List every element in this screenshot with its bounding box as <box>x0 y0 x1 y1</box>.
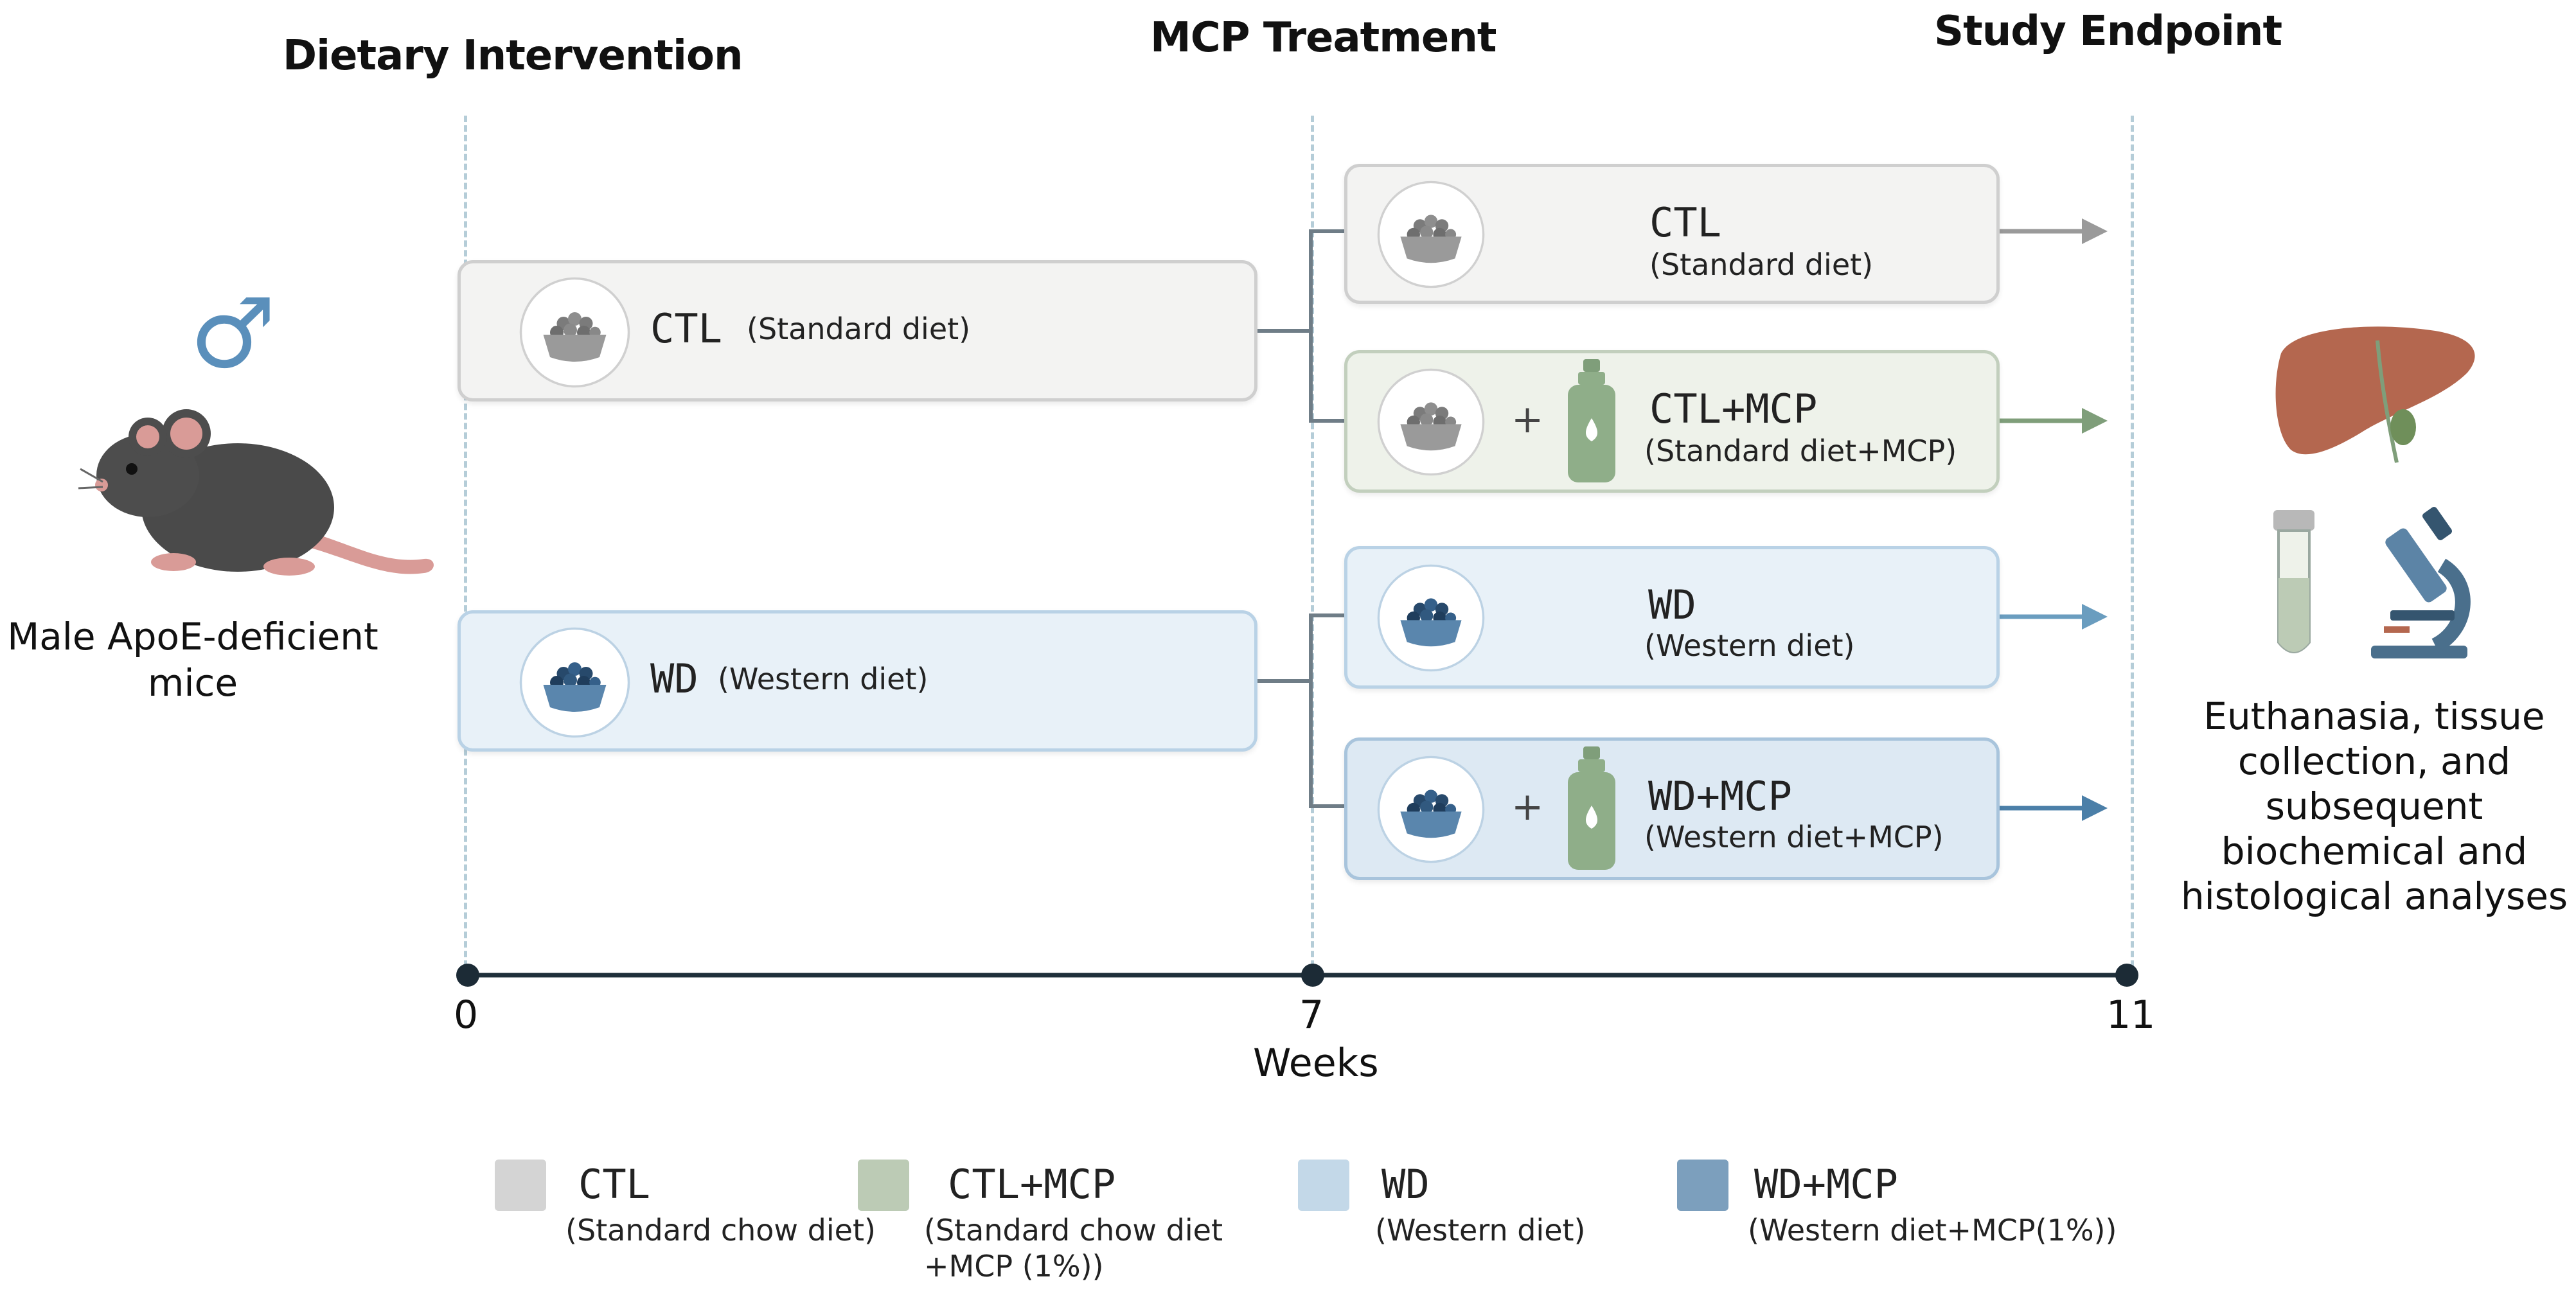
group-code-ctl: CTL <box>1649 199 1721 246</box>
diet-desc-ctl: (Standard diet) <box>747 312 971 346</box>
group-desc-wd: (Western diet) <box>1644 628 1855 663</box>
food-bowl-icon <box>1377 755 1485 863</box>
water-bottle-icon <box>1568 359 1615 482</box>
group-box-wd-mcp: + WD+MCP (Western diet+MCP) <box>1344 737 2000 880</box>
timeline-tick-11: 11 <box>2106 993 2156 1037</box>
timeline-dot-7 <box>1301 964 1324 987</box>
arrow-ctl-mcp-head <box>2082 408 2108 434</box>
legend-code-ctl-mcp: CTL+MCP <box>948 1161 1116 1208</box>
endpoint-line: subsequent <box>2265 784 2483 828</box>
legend-desc-wd-mcp: (Western diet+MCP(1%)) <box>1748 1213 2117 1248</box>
phase-title-dietary: Dietary Intervention <box>283 32 743 80</box>
group-code-wd: WD <box>1648 581 1696 628</box>
group-code-wd-mcp: WD+MCP <box>1648 773 1792 820</box>
subject-label-line1: Male ApoE-deficient <box>7 615 378 658</box>
arrow-wd-mcp-head <box>2082 795 2108 821</box>
group-desc-wd-mcp: (Western diet+MCP) <box>1644 820 1944 854</box>
timeline-tick-0: 0 <box>454 993 479 1037</box>
legend-desc-ctl-mcp-2: +MCP (1%)) <box>924 1249 1104 1284</box>
endpoint-line: collection, and <box>2237 739 2511 783</box>
male-symbol-icon: ♂ <box>190 278 276 390</box>
legend-desc-wd: (Western diet) <box>1375 1213 1586 1248</box>
food-bowl-icon <box>1377 368 1485 476</box>
group-box-ctl-mcp: + CTL+MCP (Standard diet+MCP) <box>1344 350 2000 493</box>
diet-box-wd: WD (Western diet) <box>457 610 1257 752</box>
group-code-ctl-mcp: CTL+MCP <box>1649 385 1818 432</box>
arrow-ctl-head <box>2082 218 2108 244</box>
water-bottle-icon <box>1568 746 1615 870</box>
branch-connector-ctl <box>1257 229 1346 333</box>
guide-week-0 <box>464 116 467 976</box>
diet-desc-wd: (Western diet) <box>718 662 928 696</box>
arrow-wd-head <box>2082 604 2108 630</box>
timeline-dot-11 <box>2115 964 2138 987</box>
legend-code-ctl: CTL <box>578 1161 650 1208</box>
subject-label-line2: mice <box>147 661 238 705</box>
microscope-icon <box>2371 507 2471 658</box>
liver-icon <box>2275 326 2475 463</box>
diet-code-wd: WD <box>650 655 698 702</box>
endpoint-description: Euthanasia, tissue collection, and subse… <box>2178 694 2570 919</box>
phase-title-mcp: MCP Treatment <box>1150 14 1497 62</box>
legend-desc-ctl-mcp: (Standard chow diet <box>924 1213 1223 1248</box>
legend-swatch-wd-mcp <box>1677 1160 1728 1211</box>
food-bowl-icon <box>1377 181 1485 288</box>
branch-connector-wd-mcp <box>1309 681 1346 808</box>
guide-week-11 <box>2131 116 2134 976</box>
timeline-tick-7: 7 <box>1299 993 1324 1037</box>
subject-label: Male ApoE-deficient mice <box>0 613 386 706</box>
diet-box-ctl: CTL (Standard diet) <box>457 260 1257 401</box>
group-box-wd: WD (Western diet) <box>1344 546 2000 689</box>
legend: CTL (Standard chow diet) CTL+MCP (Standa… <box>495 1160 2422 1288</box>
legend-desc-ctl: (Standard chow diet) <box>565 1213 876 1248</box>
endpoint-line: histological analyses <box>2180 874 2568 918</box>
group-desc-ctl-mcp: (Standard diet+MCP) <box>1644 434 1957 468</box>
mouse-icon <box>78 409 434 576</box>
group-box-ctl: CTL (Standard diet) <box>1344 164 2000 304</box>
plus-sign: + <box>1511 397 1544 442</box>
endpoint-line: biochemical and <box>2221 829 2528 873</box>
endpoint-line: Euthanasia, tissue <box>2203 694 2545 738</box>
legend-code-wd: WD <box>1381 1161 1430 1208</box>
food-bowl-icon <box>1377 564 1485 672</box>
group-desc-ctl: (Standard diet) <box>1649 247 1874 282</box>
timeline-unit-label: Weeks <box>1253 1041 1379 1086</box>
guide-week-7 <box>1311 116 1314 976</box>
legend-swatch-wd <box>1298 1160 1349 1211</box>
plus-sign: + <box>1511 784 1544 829</box>
branch-connector-ctl-mcp <box>1309 331 1346 423</box>
timeline-dot-0 <box>456 964 479 987</box>
food-bowl-icon <box>519 277 630 388</box>
food-bowl-icon <box>519 627 630 738</box>
legend-code-wd-mcp: WD+MCP <box>1754 1161 1898 1208</box>
branch-connector-wd <box>1257 613 1346 683</box>
test-tube-icon <box>2273 510 2314 653</box>
phase-title-endpoint: Study Endpoint <box>1934 8 2282 55</box>
legend-swatch-ctl-mcp <box>858 1160 909 1211</box>
diet-code-ctl: CTL <box>650 305 722 352</box>
legend-swatch-ctl <box>495 1160 546 1211</box>
